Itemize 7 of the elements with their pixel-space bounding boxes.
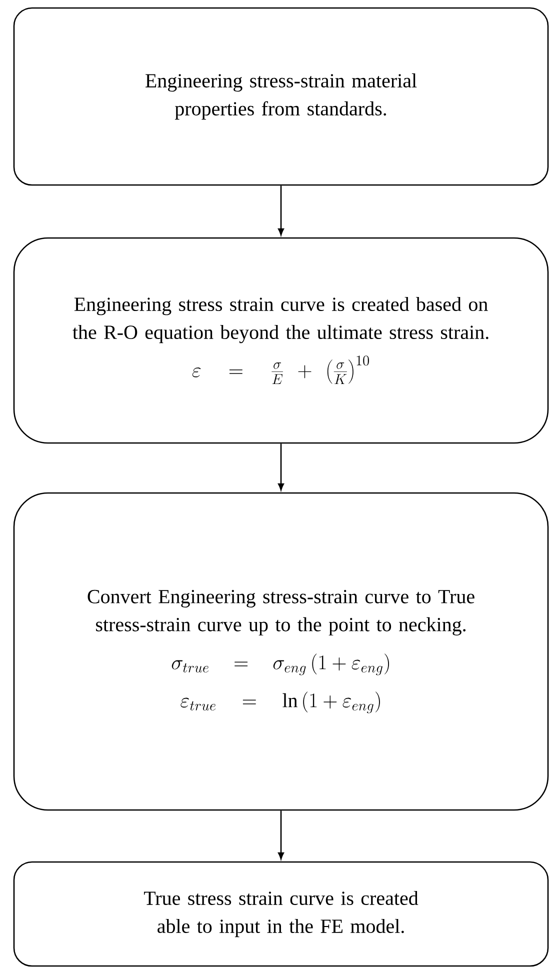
process-box: Convert Engineering stress-strain curve to True stress-strain curve up to the point to necking. $\sigma_{true} = \sigma_{eng}\left(1 + \varepsilon_{eng}\right)$ $\varepsilon_{true} = \ln\left(1 + \varepsilon_{eng}\right)$ [13, 492, 549, 811]
process-box: True stress strain curve is created able to input in the FE model. [13, 861, 549, 967]
arrow [278, 444, 284, 490]
arrow [278, 186, 284, 236]
process-box: Engineering stress-strain material properties from standards. [13, 7, 549, 186]
arrow [278, 810, 284, 860]
process-box: Engineering stress strain curve is created based on the R-O equation beyond the ultimate stress strain. $\varepsilon = \frac{\sigma}{E} + \left(\frac{\sigma}{K}\right)^{10}$ [13, 237, 549, 444]
